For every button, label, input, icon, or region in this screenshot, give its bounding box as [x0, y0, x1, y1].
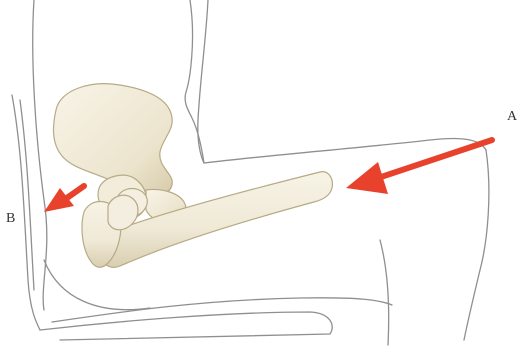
- seat-cushion: [40, 312, 332, 340]
- force-arrow-b: [44, 186, 84, 212]
- label-a: A: [507, 110, 517, 124]
- knee-contour: [464, 150, 489, 340]
- seat-front: [380, 240, 389, 345]
- back-contour: [33, 0, 47, 310]
- buttock-curve: [44, 260, 150, 310]
- chair-back-line: [12, 95, 40, 330]
- body-outline: [12, 0, 489, 345]
- force-arrow-a: [346, 140, 492, 194]
- thigh-top: [204, 138, 486, 163]
- label-b: B: [6, 212, 15, 226]
- seat-line: [52, 298, 392, 322]
